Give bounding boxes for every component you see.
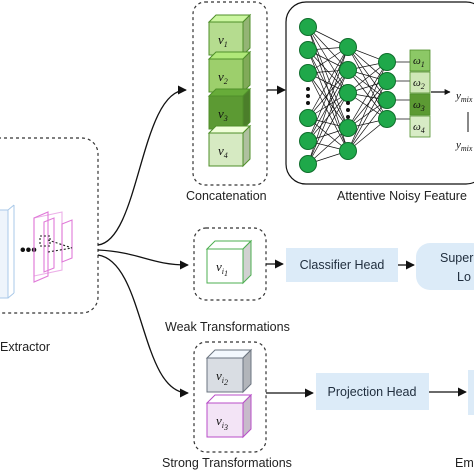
weak-view-cube: vi1 — [205, 239, 253, 285]
strong-cube-label-1: vi2 — [216, 368, 228, 387]
classifier-head-box — [286, 248, 398, 282]
nn-node-l3-2 — [378, 72, 396, 90]
nn-node-l2-4 — [339, 119, 357, 137]
feature-extractor-block: ••• Extractor — [0, 137, 99, 354]
nn-node-l1-4 — [299, 109, 317, 127]
extractor-label: Extractor — [0, 340, 50, 354]
strong-cube-2 — [205, 393, 253, 439]
weak-cube-label: vi1 — [216, 259, 228, 278]
input-slab-icon — [0, 204, 15, 299]
nn-node-l2-3 — [339, 84, 357, 102]
concat-cube-stack: v1 v2 v3 v4 — [207, 13, 252, 168]
nn-node-l1-5 — [299, 132, 317, 150]
nn-edge — [307, 72, 349, 129]
strong-cube-label-2: vi3 — [216, 413, 228, 432]
ellipsis-dot — [306, 87, 310, 91]
nn-node-l1-1 — [299, 18, 317, 36]
nn-edge — [347, 61, 388, 129]
weight-label-1: ω1 — [413, 55, 425, 69]
weight-label-4: ω4 — [413, 121, 425, 135]
concatenation-block: v1 v2 v3 v4 Concatenation — [186, 1, 268, 203]
nn-edge — [347, 80, 388, 152]
concat-cube-1 — [207, 13, 252, 57]
conv-layer-icon — [33, 211, 73, 283]
nn-node-l2-2 — [339, 61, 357, 79]
arrow-to-weak — [97, 249, 189, 270]
output-label-2: ymix — [455, 139, 473, 153]
ellipsis-dot — [346, 101, 350, 105]
nn-edge — [347, 46, 388, 101]
concatenation-dashed-box — [192, 1, 268, 186]
nn-node-l3-1 — [378, 53, 396, 71]
strong-transformations-label: Strong Transformations — [162, 456, 292, 470]
strong-view-cubes: vi2 vi3 — [205, 348, 253, 439]
nn-node-l2-5 — [339, 142, 357, 160]
concat-cube-label-4: v4 — [218, 143, 228, 160]
weak-transformations-label: Weak Transformations — [165, 320, 290, 334]
concat-cube-label-1: v1 — [218, 32, 228, 49]
strong-dashed-box — [193, 341, 267, 453]
attentive-dashed-box — [285, 1, 474, 185]
arrow-to-strong — [97, 254, 189, 398]
nn-edge — [307, 92, 349, 165]
nn-edge — [307, 69, 349, 165]
weak-cube-icon — [205, 239, 253, 285]
nn-edge — [347, 99, 388, 152]
concat-cube-2 — [207, 50, 252, 94]
attentive-label: Attentive Noisy Feature — [337, 189, 467, 203]
nn-edge — [307, 72, 349, 152]
nn-edge — [307, 26, 349, 129]
nn-edge — [347, 80, 388, 129]
nn-edge — [307, 46, 349, 119]
concat-cube-4 — [207, 124, 252, 168]
extractor-dashed-box — [0, 137, 99, 314]
branch-arrows — [97, 85, 189, 398]
nn-node-l3-3 — [378, 91, 396, 109]
classifier-head-label: Classifier Head — [300, 258, 385, 272]
ellipsis-icon: ••• — [20, 242, 37, 259]
ellipsis-dot — [346, 108, 350, 112]
supervised-loss-label-line2: Lo — [457, 270, 471, 284]
projection-head-label: Projection Head — [328, 385, 417, 399]
arrow-to-concatenation — [97, 85, 187, 246]
supervised-loss-label-line1: Super — [440, 251, 473, 265]
nn-edge — [307, 46, 349, 142]
nn-node-l3-4 — [378, 110, 396, 128]
supervised-loss-box — [416, 243, 474, 290]
weak-transformations-block: vi1 Weak Transformations — [165, 227, 290, 334]
nn-node-l1-6 — [299, 155, 317, 173]
strong-transformations-block: vi2 vi3 Strong Transformations — [162, 341, 292, 470]
nn-edge — [347, 46, 388, 120]
projection-head-box — [316, 373, 429, 410]
strong-cube-1 — [205, 348, 253, 394]
weight-label-2: ω2 — [413, 77, 425, 91]
nn-edge — [307, 49, 349, 129]
concat-cube-label-3: v3 — [218, 106, 228, 123]
network-nodes — [299, 18, 396, 173]
embedding-label: Em — [455, 456, 474, 470]
nn-node-l1-3 — [299, 64, 317, 82]
ellipsis-dot — [346, 115, 350, 119]
embedding-box-edge — [468, 370, 474, 415]
nn-node-l1-2 — [299, 41, 317, 59]
ellipsis-dot — [306, 94, 310, 98]
attentive-noisy-feature-block: ω1 ω2 ω3 ω4 ymix ymix Attentive Noisy Featur… — [285, 1, 474, 203]
mixed-outputs: ymix ymix — [455, 90, 473, 153]
output-label-1: ymix — [455, 90, 473, 104]
nn-node-l2-1 — [339, 38, 357, 56]
concat-cube-3 — [207, 87, 252, 131]
ellipsis-dot — [306, 101, 310, 105]
weight-cell-2 — [409, 71, 431, 94]
weight-cell-4 — [409, 115, 431, 138]
weight-label-3: ω3 — [413, 99, 425, 113]
weight-cell-1 — [409, 49, 431, 72]
concat-cube-label-2: v2 — [218, 69, 228, 86]
attention-weights: ω1 ω2 ω3 ω4 — [409, 49, 451, 138]
concatenation-label: Concatenation — [186, 189, 267, 203]
weight-cell-3 — [409, 93, 431, 116]
